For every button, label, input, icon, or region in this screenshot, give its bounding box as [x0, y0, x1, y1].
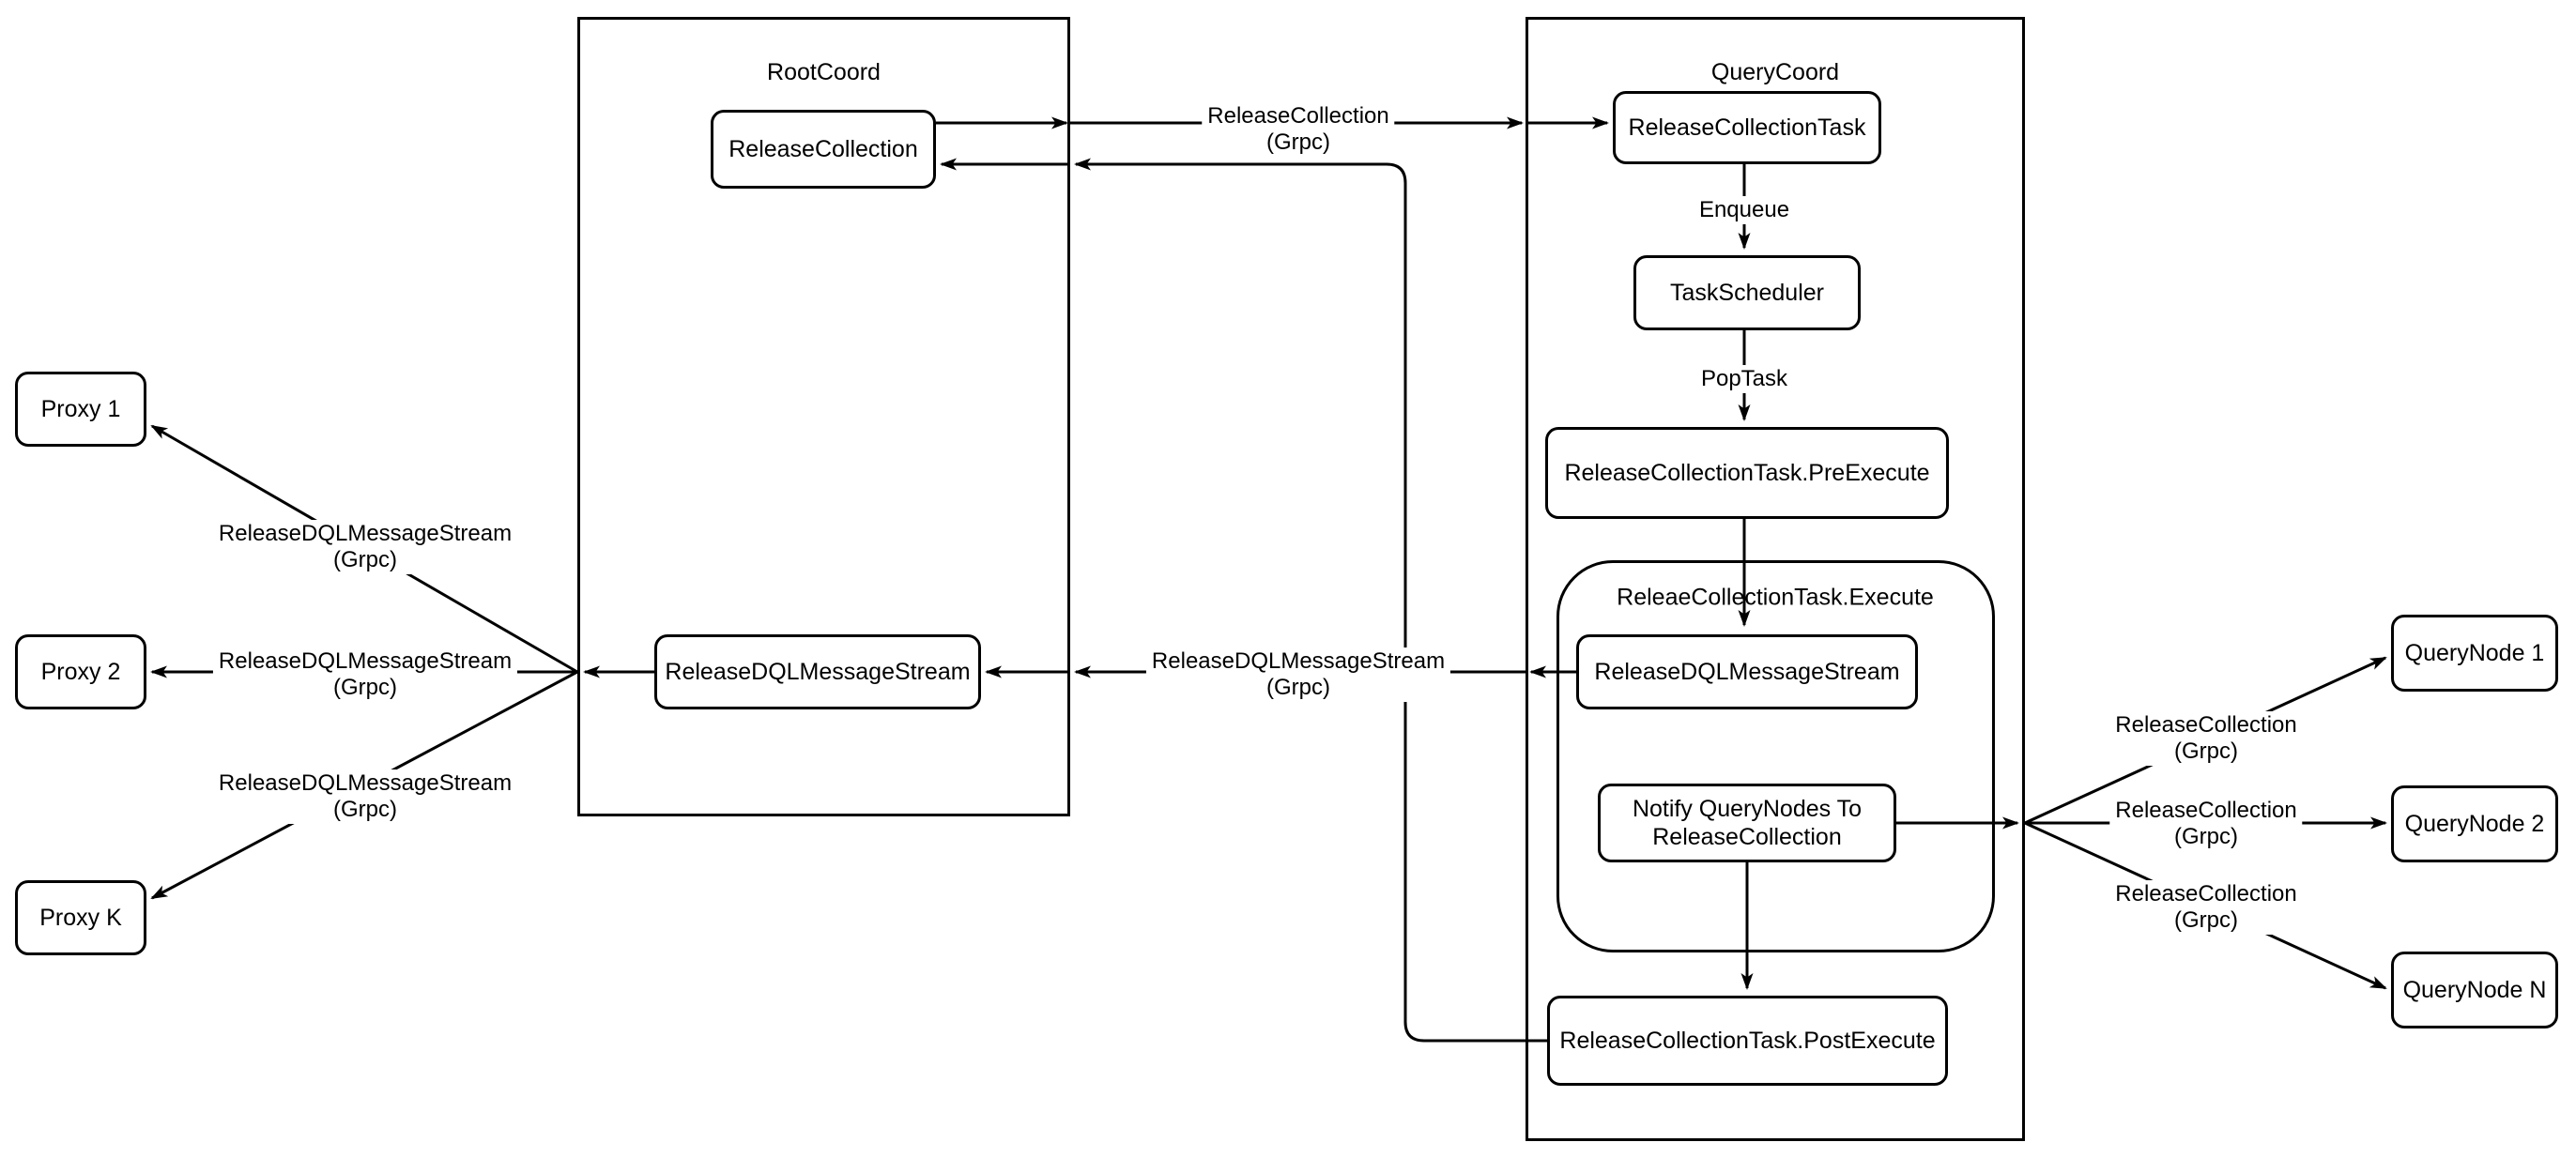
group-execute-title: ReleaeCollectionTask.Execute [1617, 584, 1934, 611]
group-execute [1556, 560, 1995, 952]
node-post-execute: ReleaseCollectionTask.PostExecute [1547, 996, 1948, 1086]
edge-label-dql-grpc-proxy1: ReleaseDQLMessageStream (Grpc) [212, 520, 518, 574]
edge-postexecute-return [1074, 158, 1547, 1043]
node-proxy-k: Proxy K [15, 880, 146, 955]
node-label: ReleaseDQLMessageStream [1594, 659, 1900, 685]
node-label: Proxy 1 [40, 396, 121, 422]
edge-label-releasecollection-grpc: ReleaseCollection (Grpc) [1202, 102, 1395, 157]
edge-label-rc-grpc-querynode2: ReleaseCollection (Grpc) [2109, 797, 2303, 851]
node-task-scheduler: TaskScheduler [1633, 255, 1861, 330]
node-querynode-2: QueryNode 2 [2391, 785, 2558, 862]
edge-label-enqueue: Enqueue [1693, 196, 1796, 224]
node-label: ReleaseCollectionTask.PostExecute [1559, 1028, 1936, 1054]
node-label-line1: Notify QueryNodes To [1632, 796, 1863, 822]
node-notify-querynodes: Notify QueryNodes To ReleaseCollection [1598, 784, 1896, 862]
node-label: ReleaseCollection [728, 136, 918, 162]
node-label: Proxy 2 [40, 659, 121, 685]
node-label: ReleaseCollectionTask [1628, 114, 1866, 141]
node-rootcoord-release-dql-message-stream: ReleaseDQLMessageStream [654, 634, 981, 709]
node-label: TaskScheduler [1670, 280, 1824, 306]
node-proxy-1: Proxy 1 [15, 372, 146, 447]
node-pre-execute: ReleaseCollectionTask.PreExecute [1545, 427, 1949, 519]
rootcoord-title: RootCoord [767, 59, 881, 85]
node-proxy-2: Proxy 2 [15, 634, 146, 709]
edge-label-dql-grpc-middle: ReleaseDQLMessageStream (Grpc) [1145, 647, 1451, 702]
edge-label-dql-grpc-proxyk: ReleaseDQLMessageStream (Grpc) [212, 769, 518, 824]
edge-label-dql-grpc-proxy2: ReleaseDQLMessageStream (Grpc) [212, 647, 518, 702]
edge-label-rc-grpc-querynoden: ReleaseCollection (Grpc) [2109, 880, 2303, 935]
node-label: QueryNode 2 [2404, 811, 2545, 837]
node-querynode-1: QueryNode 1 [2391, 615, 2558, 692]
node-querycoord-release-dql-message-stream: ReleaseDQLMessageStream [1576, 634, 1918, 709]
edge-label-rc-grpc-querynode1: ReleaseCollection (Grpc) [2109, 711, 2303, 766]
node-release-collection-task: ReleaseCollectionTask [1613, 91, 1881, 164]
node-release-collection: ReleaseCollection [711, 110, 936, 189]
node-querynode-n: QueryNode N [2391, 952, 2558, 1028]
edge-label-poptask: PopTask [1694, 365, 1794, 393]
node-label: QueryNode N [2402, 977, 2547, 1003]
node-label-line2: ReleaseCollection [1652, 824, 1842, 850]
node-label: Proxy K [39, 905, 122, 931]
node-label: ReleaseCollectionTask.PreExecute [1564, 460, 1930, 486]
node-label: ReleaseDQLMessageStream [665, 659, 971, 685]
node-label: QueryNode 1 [2404, 640, 2545, 666]
querycoord-title: QueryCoord [1710, 59, 1840, 85]
